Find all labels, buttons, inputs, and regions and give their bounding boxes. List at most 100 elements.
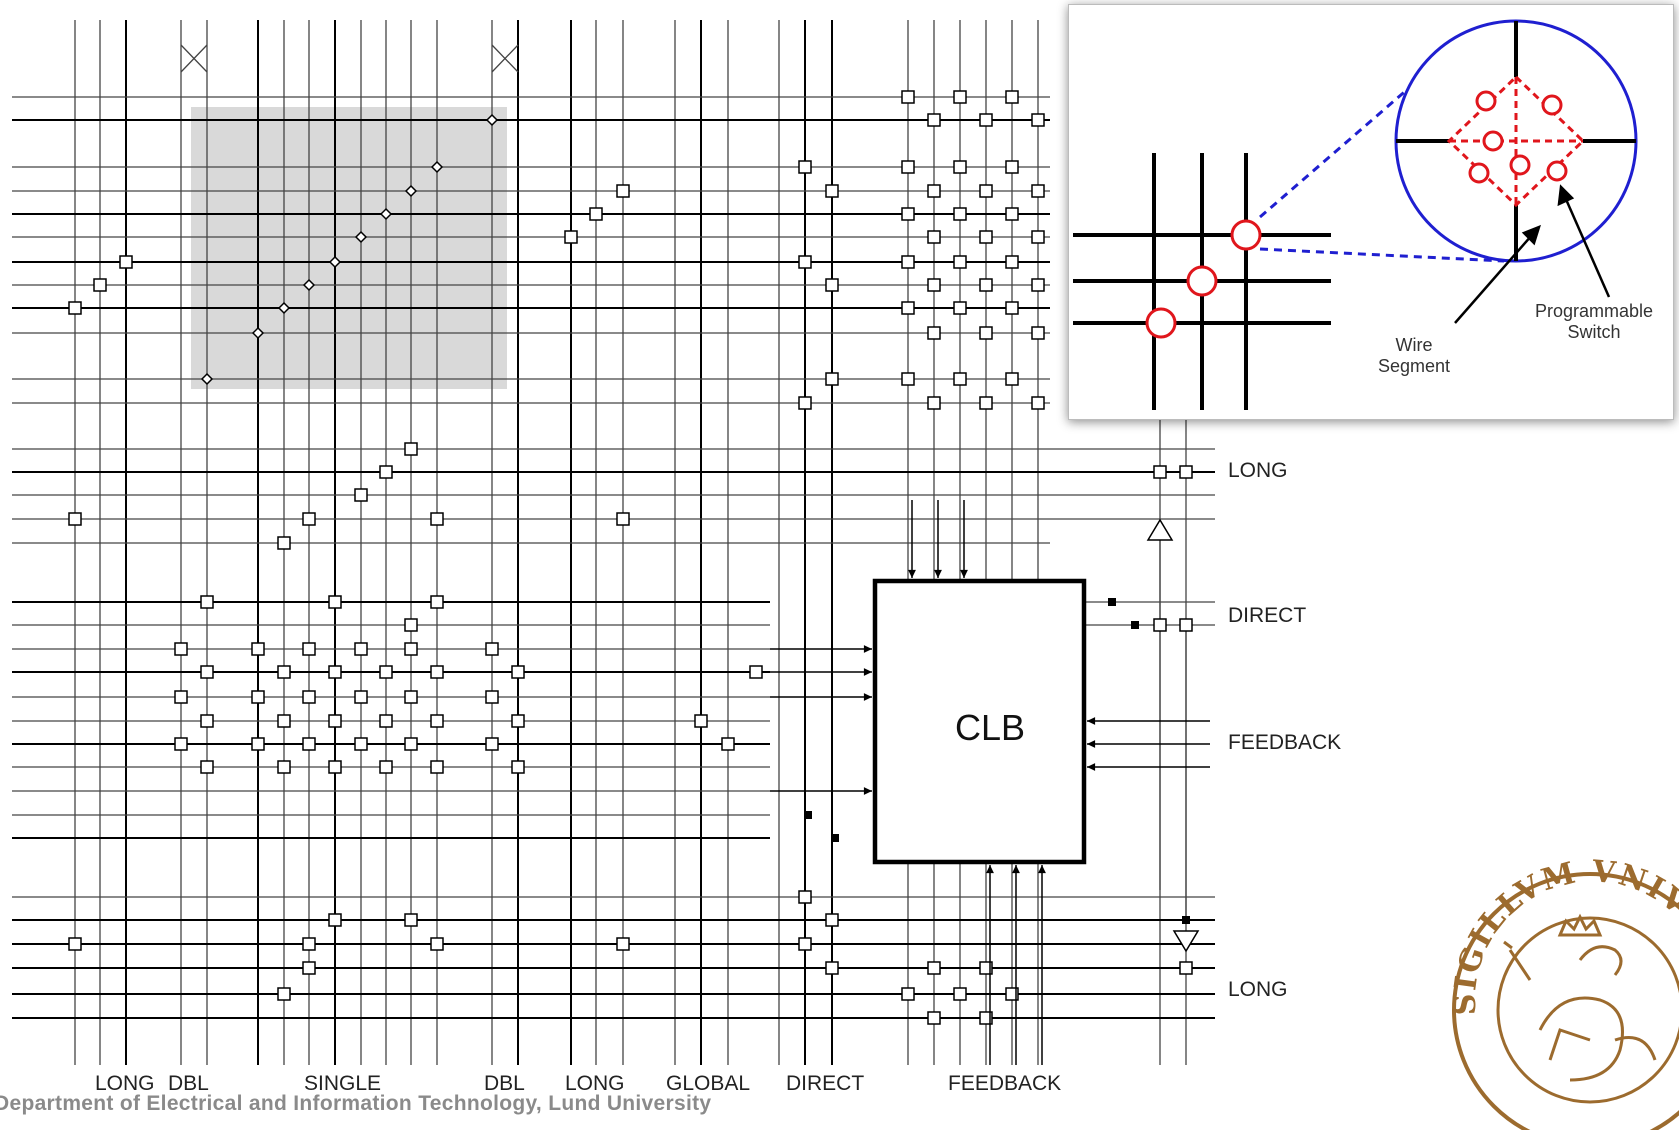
switch-box [252,691,264,703]
switch-box [1032,114,1044,126]
switch-box [928,114,940,126]
switch-box [928,185,940,197]
footer-text: Department of Electrical and Information… [0,1092,711,1116]
switch-box [303,738,315,750]
switch-box [431,513,443,525]
switch-box [980,231,992,243]
switch-box [1006,256,1018,268]
programmable-switch-inset: Wire Segment Programmable Switch [1068,4,1674,420]
switch-box [980,279,992,291]
switch-box [175,738,187,750]
switch-box [928,327,940,339]
junction-dot [1182,916,1190,924]
switch-box [405,443,417,455]
switch-box [799,256,811,268]
switch-box [1032,231,1044,243]
switch-box [512,715,524,727]
switch-box [695,715,707,727]
switch-box [355,643,367,655]
switch-box [902,988,914,1000]
switch-box [431,715,443,727]
switch-box [928,279,940,291]
switch-box [431,596,443,608]
pin-arrow [908,570,916,578]
junction-dot [1131,621,1139,629]
switch-box [355,738,367,750]
bus-label-long-top: LONG [1228,459,1288,482]
switch-box [1006,302,1018,314]
switch-box [175,691,187,703]
switch-box [980,114,992,126]
pin-arrow [1087,740,1095,748]
junction-dot [804,811,812,819]
switch-box [1006,208,1018,220]
switch-box [617,938,629,950]
lund-university-seal-icon: SIGILLVM VNIVERSITATIS CAROLINÆ LVNDENSI… [1440,840,1679,1130]
switch-box [1154,619,1166,631]
bus-label-direct: DIRECT [786,1072,864,1095]
switch-box [750,666,762,678]
bus-label-feedback-right: FEEDBACK [1228,731,1341,754]
switch-box [69,513,81,525]
switch-box [980,327,992,339]
switch-box [486,643,498,655]
switch-box [329,761,341,773]
switch-box [565,231,577,243]
switch-box [431,761,443,773]
switch-box [380,761,392,773]
switch-box [902,91,914,103]
switch-box [980,185,992,197]
switch-box [278,666,290,678]
pin-arrow [864,787,872,795]
pin-arrow [864,668,872,676]
switch-box [1154,466,1166,478]
pin-arrow [986,865,994,873]
switch-box [1006,373,1018,385]
switch-box [303,513,315,525]
switch-box [405,738,417,750]
switch-box [902,161,914,173]
switch-box [902,256,914,268]
switch-box [201,761,213,773]
switch-box [380,466,392,478]
switch-box [380,715,392,727]
switch-box [617,185,629,197]
switch-box [902,373,914,385]
switch-box [1006,161,1018,173]
buffer-icon [1148,520,1172,540]
switch-box [826,962,838,974]
switch-box [928,1012,940,1024]
pin-arrow [864,693,872,701]
switch-box [69,938,81,950]
switch-box [486,738,498,750]
switch-box [380,666,392,678]
bus-label-feedback: FEEDBACK [948,1072,1061,1095]
switch-box [1032,185,1044,197]
switch-box [1032,327,1044,339]
switch-box [826,185,838,197]
switch-box [928,397,940,409]
switch-box [826,373,838,385]
switch-box [405,914,417,926]
bus-label-direct-right: DIRECT [1228,604,1306,627]
switch-box [69,302,81,314]
switch-box [954,208,966,220]
single-switch-matrix-highlight [191,107,507,389]
switch-box [252,643,264,655]
switch-box [1180,466,1192,478]
switch-box [590,208,602,220]
switch-box [303,643,315,655]
bus-label-long-bottom: LONG [1228,978,1288,1001]
switch-box [120,256,132,268]
switch-box [954,161,966,173]
switch-box [303,962,315,974]
switch-box [486,691,498,703]
switch-box [1032,397,1044,409]
switch-box [278,988,290,1000]
switch-box [826,914,838,926]
switch-box [722,738,734,750]
switch-box [1032,279,1044,291]
switch-box [954,988,966,1000]
switch-box [826,279,838,291]
switch-box [799,891,811,903]
